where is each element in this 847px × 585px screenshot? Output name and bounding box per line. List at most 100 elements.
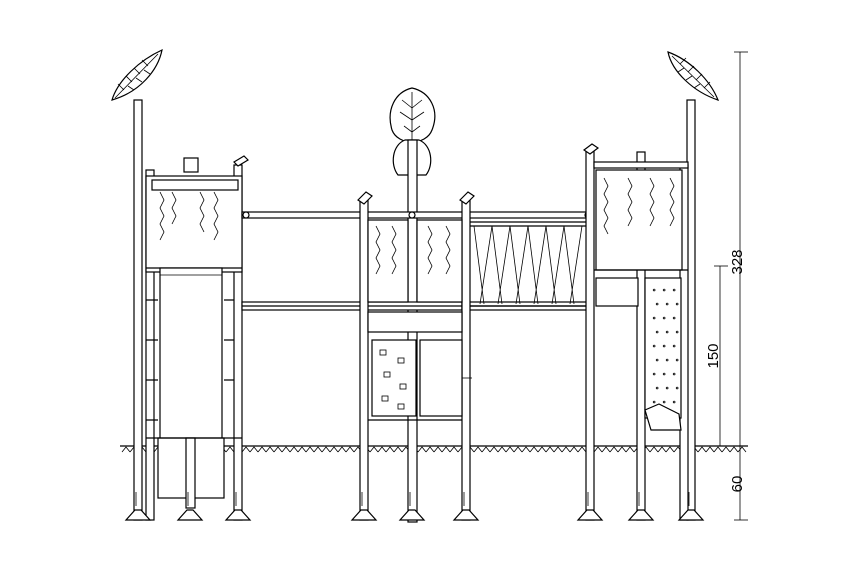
ground-hatch-mark bbox=[705, 446, 715, 453]
climb-hold bbox=[672, 344, 676, 348]
ground-hatch-mark bbox=[241, 446, 251, 453]
climb-hold bbox=[652, 288, 656, 292]
dimension-328: 328 bbox=[729, 51, 748, 446]
ground-hatch-mark bbox=[601, 446, 611, 453]
ground-hatch-mark bbox=[553, 446, 563, 453]
dimension-150: 150 bbox=[705, 265, 728, 446]
footing bbox=[176, 509, 204, 521]
footing bbox=[124, 509, 152, 521]
climb-hold bbox=[655, 386, 659, 390]
ground-hatch-mark bbox=[625, 446, 635, 453]
ground-hatch-mark bbox=[577, 446, 587, 453]
net-rope bbox=[473, 225, 493, 305]
climb-hold bbox=[652, 344, 656, 348]
net-rope bbox=[509, 225, 529, 305]
ground-hatch-mark bbox=[505, 446, 515, 453]
ground-hatch-mark bbox=[737, 446, 747, 453]
ground-hatch-mark bbox=[593, 446, 603, 453]
ground-hatch-mark bbox=[729, 446, 739, 453]
ground-hatch-mark bbox=[497, 446, 507, 453]
ground-hatch-mark bbox=[321, 446, 331, 453]
climb-hold bbox=[675, 386, 679, 390]
ground-hatch-mark bbox=[649, 446, 659, 453]
ground-hatch-mark bbox=[273, 446, 283, 453]
net-rope bbox=[527, 225, 547, 305]
footing bbox=[576, 509, 604, 521]
ground-hatch-mark bbox=[545, 446, 555, 453]
climb-hold bbox=[675, 302, 679, 306]
climb-hold bbox=[675, 358, 679, 362]
ground-hatch-mark bbox=[697, 446, 707, 453]
net-rope bbox=[545, 225, 565, 305]
climb-hold bbox=[662, 344, 666, 348]
footing bbox=[677, 509, 705, 521]
climb-hold bbox=[665, 386, 669, 390]
ground-hatch-mark bbox=[561, 446, 571, 453]
climb-hold bbox=[662, 288, 666, 292]
ground-hatch-mark bbox=[529, 446, 539, 453]
climb-hold bbox=[665, 358, 669, 362]
climb-hold bbox=[672, 288, 676, 292]
ground-hatch-mark bbox=[257, 446, 267, 453]
climb-hold bbox=[652, 400, 656, 404]
ground-hatch-mark bbox=[425, 446, 435, 453]
ground-hatch-mark bbox=[721, 446, 731, 453]
ground-hatch-mark bbox=[665, 446, 675, 453]
ground-hatch-mark bbox=[713, 446, 723, 453]
ground-hatch-mark bbox=[225, 446, 235, 453]
climb-hold bbox=[675, 330, 679, 334]
ground-hatch-mark bbox=[313, 446, 323, 453]
climb-hold bbox=[655, 330, 659, 334]
climb-hold bbox=[665, 330, 669, 334]
climb-hold bbox=[672, 400, 676, 404]
ground-hatch-mark bbox=[281, 446, 291, 453]
ground-hatch-mark bbox=[481, 446, 491, 453]
ground-hatch-mark bbox=[513, 446, 523, 453]
ground-hatch-mark bbox=[369, 446, 379, 453]
ground-hatch-mark bbox=[489, 446, 499, 453]
center-tower bbox=[357, 191, 475, 521]
upper-rail bbox=[241, 211, 593, 219]
ground-hatch-mark bbox=[617, 446, 627, 453]
footing bbox=[452, 509, 480, 521]
ground-hatch-mark bbox=[265, 446, 275, 453]
ground-hatch-mark bbox=[121, 446, 131, 453]
climb-hold bbox=[665, 302, 669, 306]
ground-hatch-mark bbox=[449, 446, 459, 453]
climb-hold bbox=[652, 316, 656, 320]
ground-hatch-mark bbox=[657, 446, 667, 453]
dimension-150-label: 150 bbox=[705, 343, 722, 368]
dimension-60: 60 bbox=[729, 446, 748, 521]
footing bbox=[627, 509, 655, 521]
ground-hatch-mark bbox=[417, 446, 427, 453]
ground-hatch-mark bbox=[249, 446, 259, 453]
climb-hold bbox=[655, 302, 659, 306]
climb-hold bbox=[672, 372, 676, 376]
net-rope bbox=[491, 225, 511, 305]
climb-hold bbox=[662, 400, 666, 404]
footing bbox=[350, 509, 378, 521]
ground-hatch-mark bbox=[289, 446, 299, 453]
climb-hold bbox=[672, 316, 676, 320]
climb-hold bbox=[662, 372, 666, 376]
ground-hatch-mark bbox=[329, 446, 339, 453]
footing bbox=[224, 509, 252, 521]
ground-hatch-mark bbox=[473, 446, 483, 453]
ground-hatch-mark bbox=[305, 446, 315, 453]
ground-hatch-mark bbox=[377, 446, 387, 453]
dimension-60-label: 60 bbox=[729, 476, 746, 493]
ground-hatch-mark bbox=[337, 446, 347, 453]
ground-hatch-mark bbox=[537, 446, 547, 453]
post-footings bbox=[124, 492, 705, 521]
ground-hatch-mark bbox=[521, 446, 531, 453]
climb-hold bbox=[652, 372, 656, 376]
footing bbox=[398, 509, 426, 521]
dimension-328-label: 328 bbox=[729, 249, 746, 274]
right-tower bbox=[582, 143, 689, 521]
net-rope bbox=[563, 225, 583, 305]
net-bridge bbox=[470, 221, 586, 307]
ground-hatch-mark bbox=[441, 446, 451, 453]
climb-hold bbox=[662, 316, 666, 320]
ground-hatch-mark bbox=[385, 446, 395, 453]
